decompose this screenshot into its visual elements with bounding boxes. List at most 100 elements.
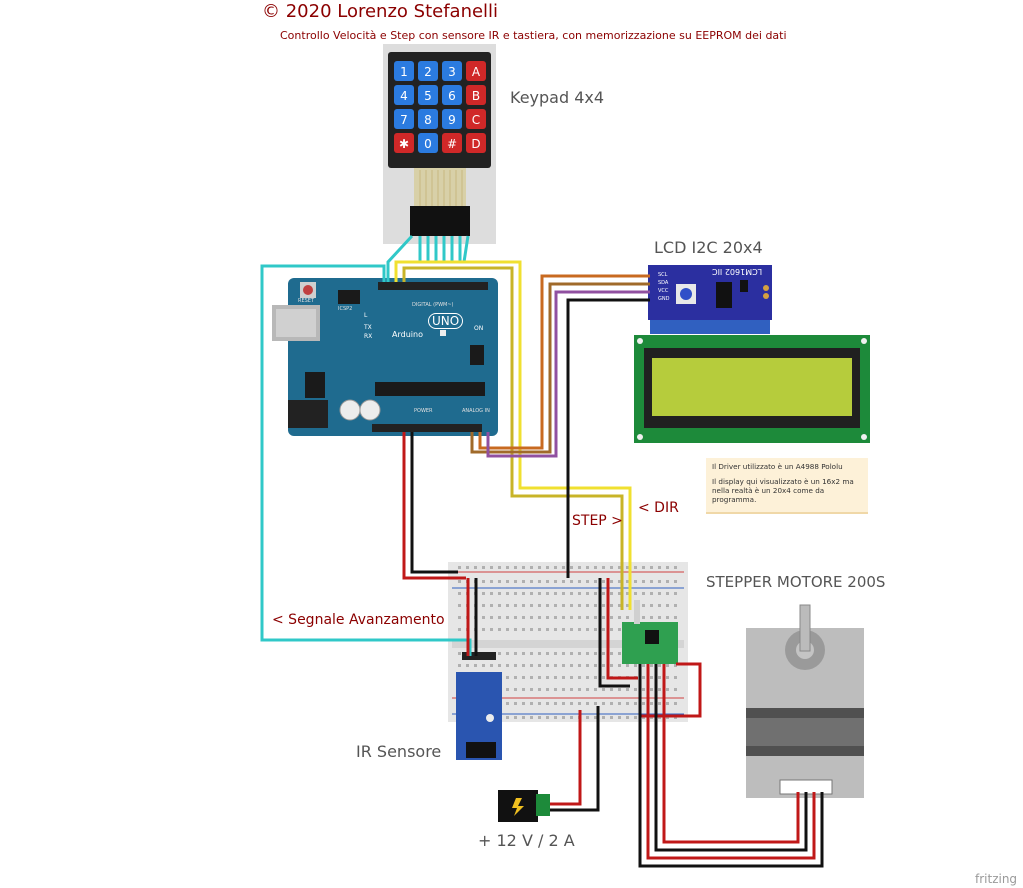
breadboard-hole bbox=[458, 616, 461, 619]
breadboard-hole bbox=[578, 652, 581, 655]
lcd-pin-vcc: VCC bbox=[658, 288, 669, 294]
breadboard-hole bbox=[546, 566, 549, 569]
breadboard-hole bbox=[578, 628, 581, 631]
breadboard-hole bbox=[458, 566, 461, 569]
breadboard-hole bbox=[642, 688, 645, 691]
breadboard-hole bbox=[610, 716, 613, 719]
breadboard-hole bbox=[522, 580, 525, 583]
breadboard-hole bbox=[602, 688, 605, 691]
breadboard-hole bbox=[506, 628, 509, 631]
breadboard-hole bbox=[546, 664, 549, 667]
driver-note: Il Driver utilizzato è un A4988 Pololu I… bbox=[706, 458, 868, 514]
breadboard-hole bbox=[458, 592, 461, 595]
breadboard-hole bbox=[554, 664, 557, 667]
breadboard-hole bbox=[562, 616, 565, 619]
breadboard-hole bbox=[538, 688, 541, 691]
stepper-label: STEPPER MOTORE 200S bbox=[706, 573, 886, 591]
breadboard-hole bbox=[530, 592, 533, 595]
breadboard-hole bbox=[474, 566, 477, 569]
keypad-label: Keypad 4x4 bbox=[510, 88, 605, 107]
keypad-key-label: ✱ bbox=[399, 137, 409, 151]
breadboard-hole bbox=[546, 628, 549, 631]
wires bbox=[260, 234, 824, 868]
breadboard-hole bbox=[530, 664, 533, 667]
ir-sensor-module bbox=[456, 652, 502, 760]
breadboard-hole bbox=[658, 688, 661, 691]
breadboard-hole bbox=[554, 592, 557, 595]
breadboard-hole bbox=[578, 688, 581, 691]
breadboard-hole bbox=[674, 688, 677, 691]
keypad-key-label: D bbox=[471, 137, 480, 151]
breadboard-hole bbox=[602, 664, 605, 667]
breadboard-hole bbox=[626, 702, 629, 705]
breadboard-hole bbox=[546, 580, 549, 583]
breadboard-hole bbox=[674, 616, 677, 619]
breadboard-hole bbox=[658, 702, 661, 705]
breadboard-hole bbox=[570, 702, 573, 705]
breadboard-hole bbox=[610, 628, 613, 631]
breadboard-hole bbox=[482, 604, 485, 607]
keypad-key-label: 8 bbox=[424, 113, 432, 127]
breadboard-hole bbox=[578, 592, 581, 595]
breadboard-hole bbox=[650, 616, 653, 619]
breadboard-hole bbox=[514, 580, 517, 583]
segnale-label: < Segnale Avanzamento bbox=[272, 612, 445, 628]
breadboard-hole bbox=[618, 566, 621, 569]
breadboard-hole bbox=[522, 716, 525, 719]
arduino-on-label: ON bbox=[474, 325, 484, 332]
breadboard-hole bbox=[594, 688, 597, 691]
page-subtitle: Controllo Velocità e Step con sensore IR… bbox=[280, 29, 787, 42]
arduino-digital-label: DIGITAL (PWM~) bbox=[412, 302, 454, 308]
breadboard-hole bbox=[506, 664, 509, 667]
breadboard-hole bbox=[674, 604, 677, 607]
keypad-key-label: 3 bbox=[448, 65, 456, 79]
breadboard-hole bbox=[618, 628, 621, 631]
breadboard-hole bbox=[506, 676, 509, 679]
breadboard-hole bbox=[586, 676, 589, 679]
breadboard-hole bbox=[650, 664, 653, 667]
breadboard-hole bbox=[482, 592, 485, 595]
breadboard-hole bbox=[610, 592, 613, 595]
breadboard-hole bbox=[530, 566, 533, 569]
breadboard-hole bbox=[626, 716, 629, 719]
breadboard-hole bbox=[498, 652, 501, 655]
step-label: STEP > bbox=[572, 513, 623, 529]
breadboard-hole bbox=[562, 628, 565, 631]
breadboard-hole bbox=[602, 566, 605, 569]
breadboard-hole bbox=[618, 616, 621, 619]
breadboard-hole bbox=[634, 664, 637, 667]
breadboard-hole bbox=[514, 628, 517, 631]
breadboard-hole bbox=[514, 566, 517, 569]
breadboard-hole bbox=[530, 688, 533, 691]
page-title: © 2020 Lorenzo Stefanelli bbox=[262, 1, 499, 22]
arduino-uno bbox=[272, 278, 498, 436]
breadboard-hole bbox=[522, 616, 525, 619]
breadboard-hole bbox=[658, 604, 661, 607]
breadboard-hole bbox=[570, 566, 573, 569]
breadboard-hole bbox=[522, 628, 525, 631]
breadboard-hole bbox=[498, 566, 501, 569]
breadboard-hole bbox=[554, 628, 557, 631]
breadboard-hole bbox=[538, 702, 541, 705]
lcd-i2c-module bbox=[648, 265, 772, 334]
breadboard-hole bbox=[530, 676, 533, 679]
breadboard-hole bbox=[610, 688, 613, 691]
breadboard-hole bbox=[554, 716, 557, 719]
breadboard-hole bbox=[586, 604, 589, 607]
arduino-l-label: L bbox=[364, 312, 368, 319]
breadboard-hole bbox=[610, 664, 613, 667]
breadboard-hole bbox=[506, 580, 509, 583]
breadboard-hole bbox=[586, 616, 589, 619]
breadboard-hole bbox=[626, 592, 629, 595]
breadboard-hole bbox=[578, 664, 581, 667]
breadboard-hole bbox=[554, 604, 557, 607]
breadboard-hole bbox=[618, 592, 621, 595]
breadboard-hole bbox=[562, 676, 565, 679]
breadboard-hole bbox=[642, 702, 645, 705]
keypad-key-bg bbox=[466, 61, 486, 81]
arduino-model-label: UNO bbox=[428, 313, 464, 329]
breadboard-hole bbox=[522, 664, 525, 667]
breadboard-hole bbox=[490, 566, 493, 569]
breadboard-hole bbox=[506, 702, 509, 705]
